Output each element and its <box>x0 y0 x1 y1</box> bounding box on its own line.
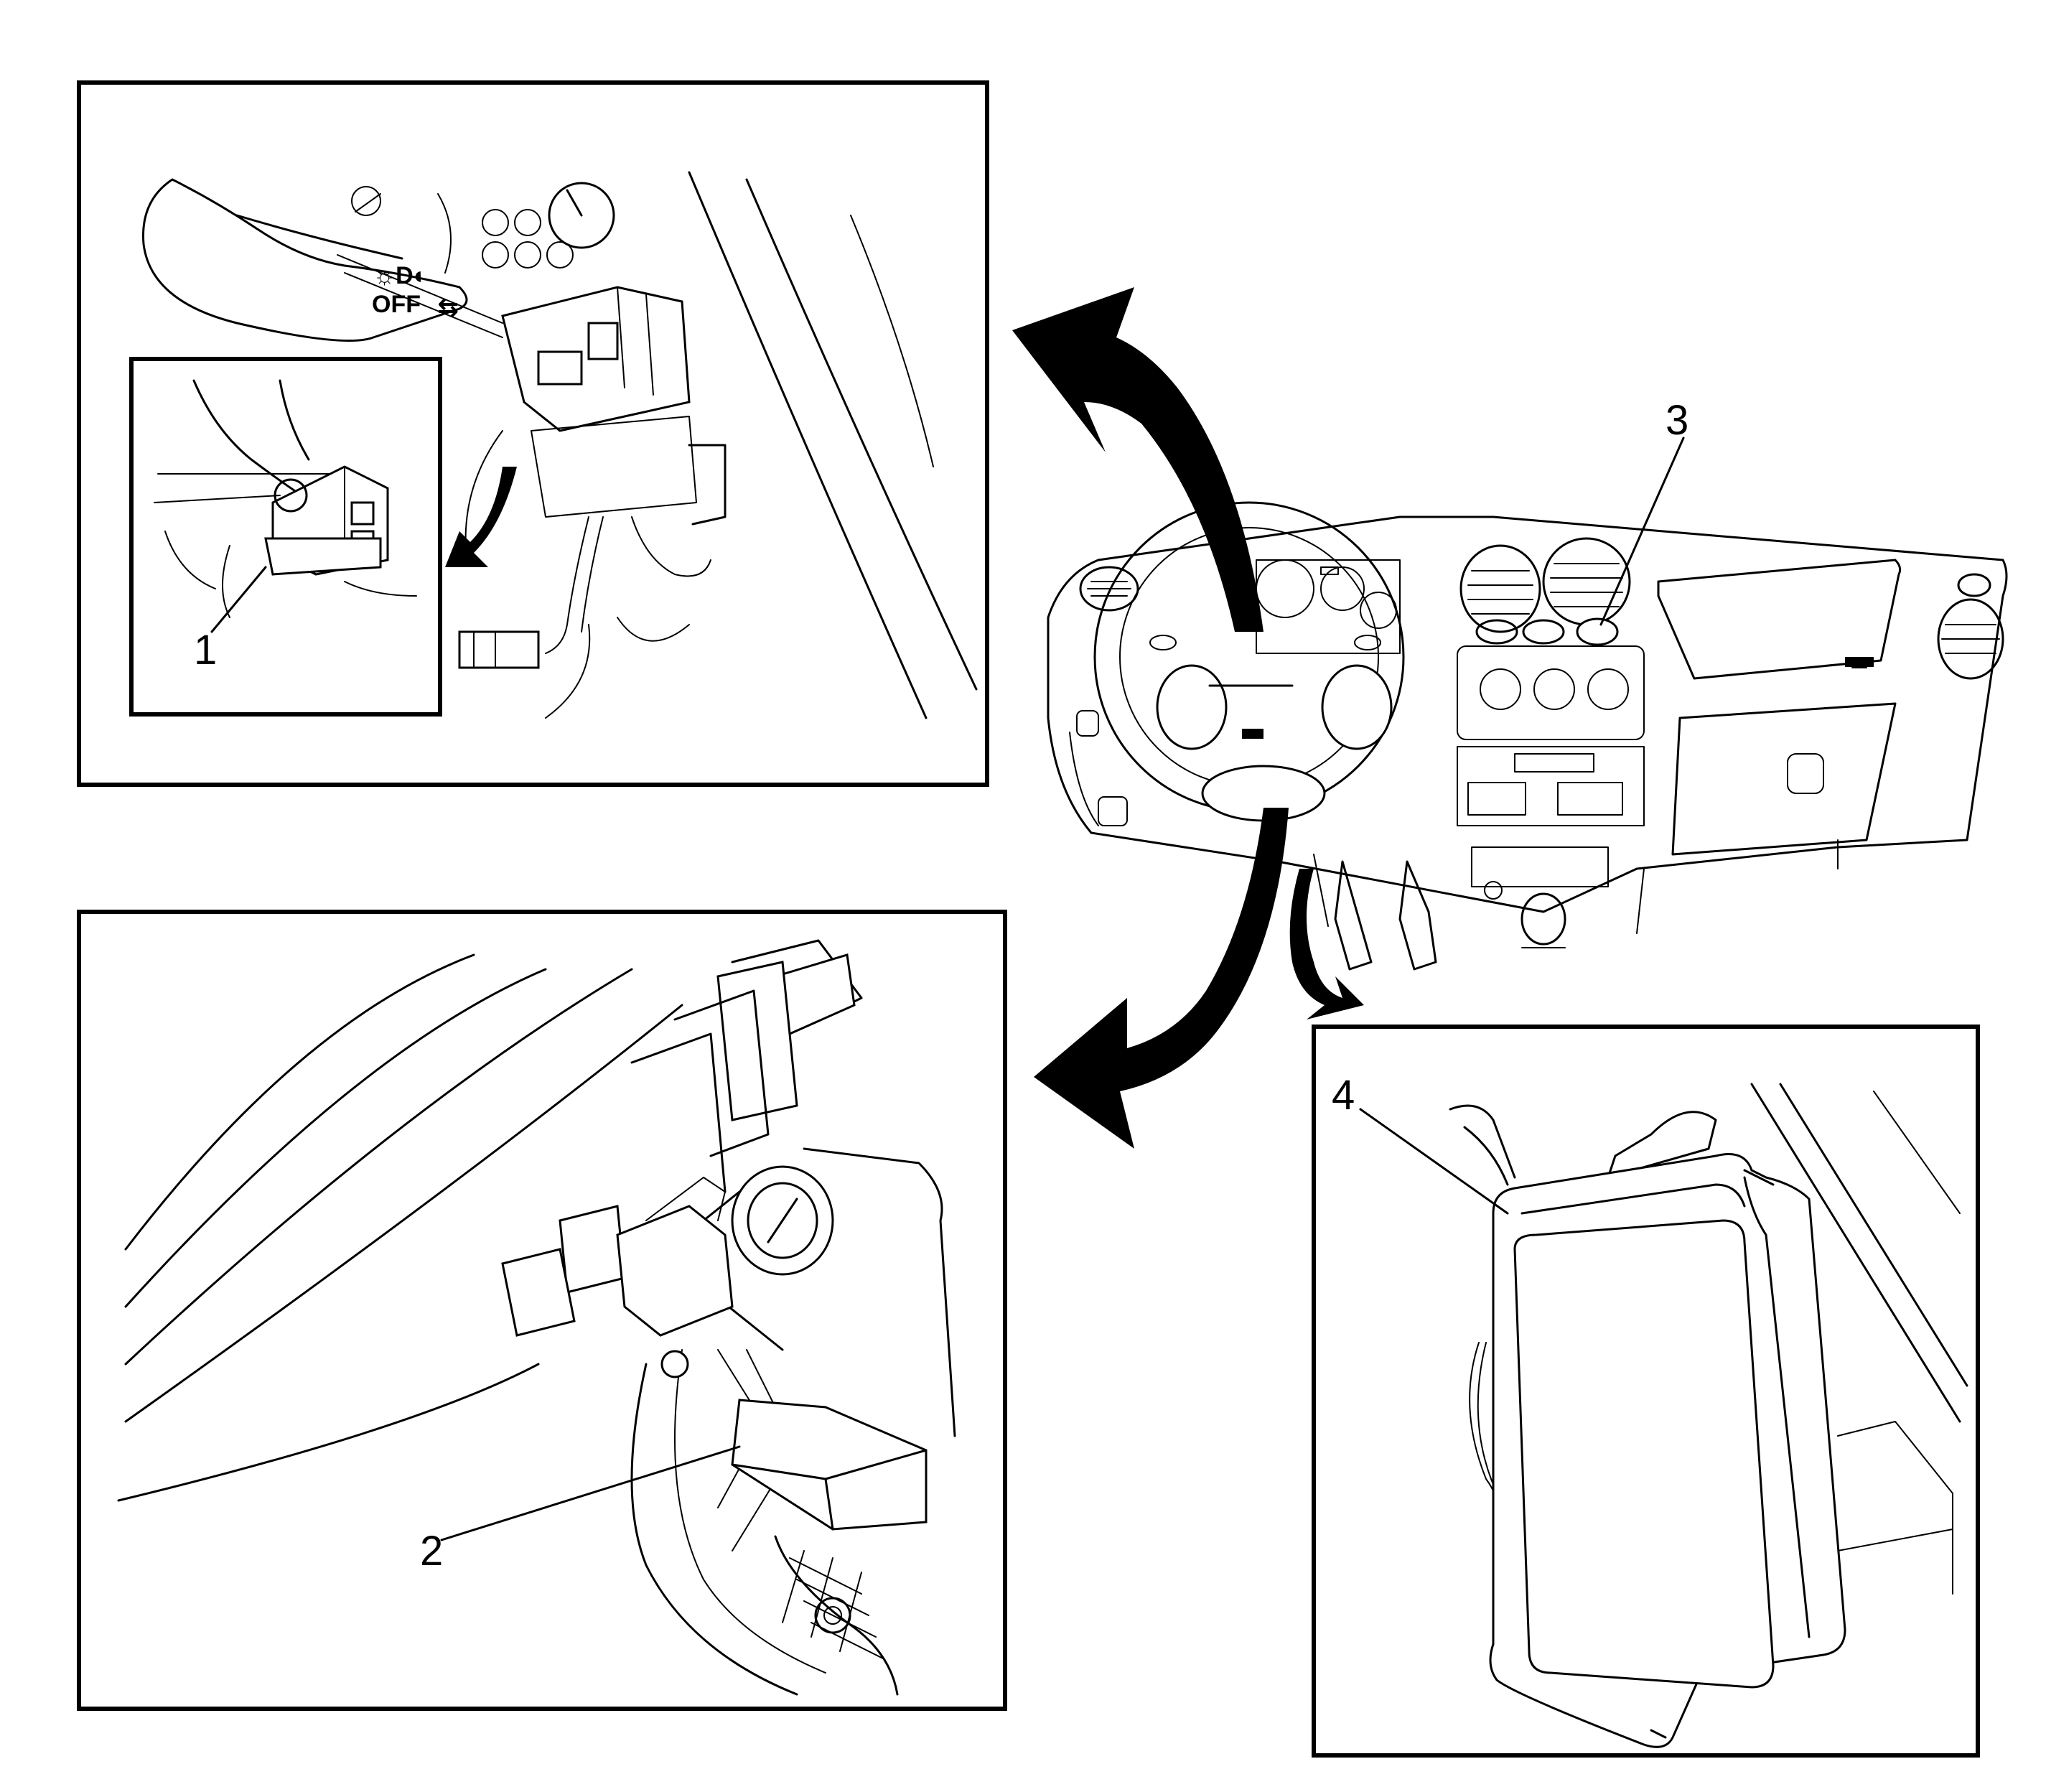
callout-1: 1 <box>194 627 217 673</box>
instrument-cluster <box>437 182 615 274</box>
callout-3: 3 <box>1666 397 1688 444</box>
center-console <box>1457 617 1645 900</box>
wiring-harness <box>458 430 711 719</box>
turn-signal-symbol: ⇆ <box>438 294 459 322</box>
control-module-box <box>1489 1153 1846 1748</box>
callout-4: 4 <box>1332 1072 1355 1119</box>
panel-lighting-switch: ☼D◐ OFF ⇆ <box>77 80 989 787</box>
dash-switches <box>1076 635 1874 826</box>
air-vents <box>1079 537 2004 680</box>
arrow-to-module-panel <box>1289 869 1364 1019</box>
steering-wheel <box>1093 501 1405 822</box>
lighting-stalk-lever: ☼D◐ OFF ⇆ <box>142 178 503 342</box>
panel-control-module: 4 <box>1312 1025 1980 1758</box>
off-label: OFF <box>372 291 421 318</box>
callout-2: 2 <box>420 1528 443 1574</box>
inset-connector-detail: 1 <box>129 357 442 717</box>
pedal-base <box>774 1535 899 1696</box>
lighting-switch-symbols: ☼D◐ <box>373 262 428 289</box>
arrow-to-lighting-switch-panel <box>1012 287 1263 632</box>
arrow-to-ignition-panel <box>1034 808 1289 1149</box>
ignition-switch-connectors <box>501 1177 776 1408</box>
glove-box <box>1657 559 1902 856</box>
dashboard-overview: 3 <box>1012 287 2008 1149</box>
steering-column <box>630 939 956 1696</box>
lighting-switch-body <box>501 286 727 526</box>
panel-ignition-switch: 2 <box>77 910 1007 1711</box>
pedals <box>1313 854 1566 971</box>
ignition-connector-box <box>731 1399 928 1531</box>
removal-arrow-small <box>445 467 517 567</box>
